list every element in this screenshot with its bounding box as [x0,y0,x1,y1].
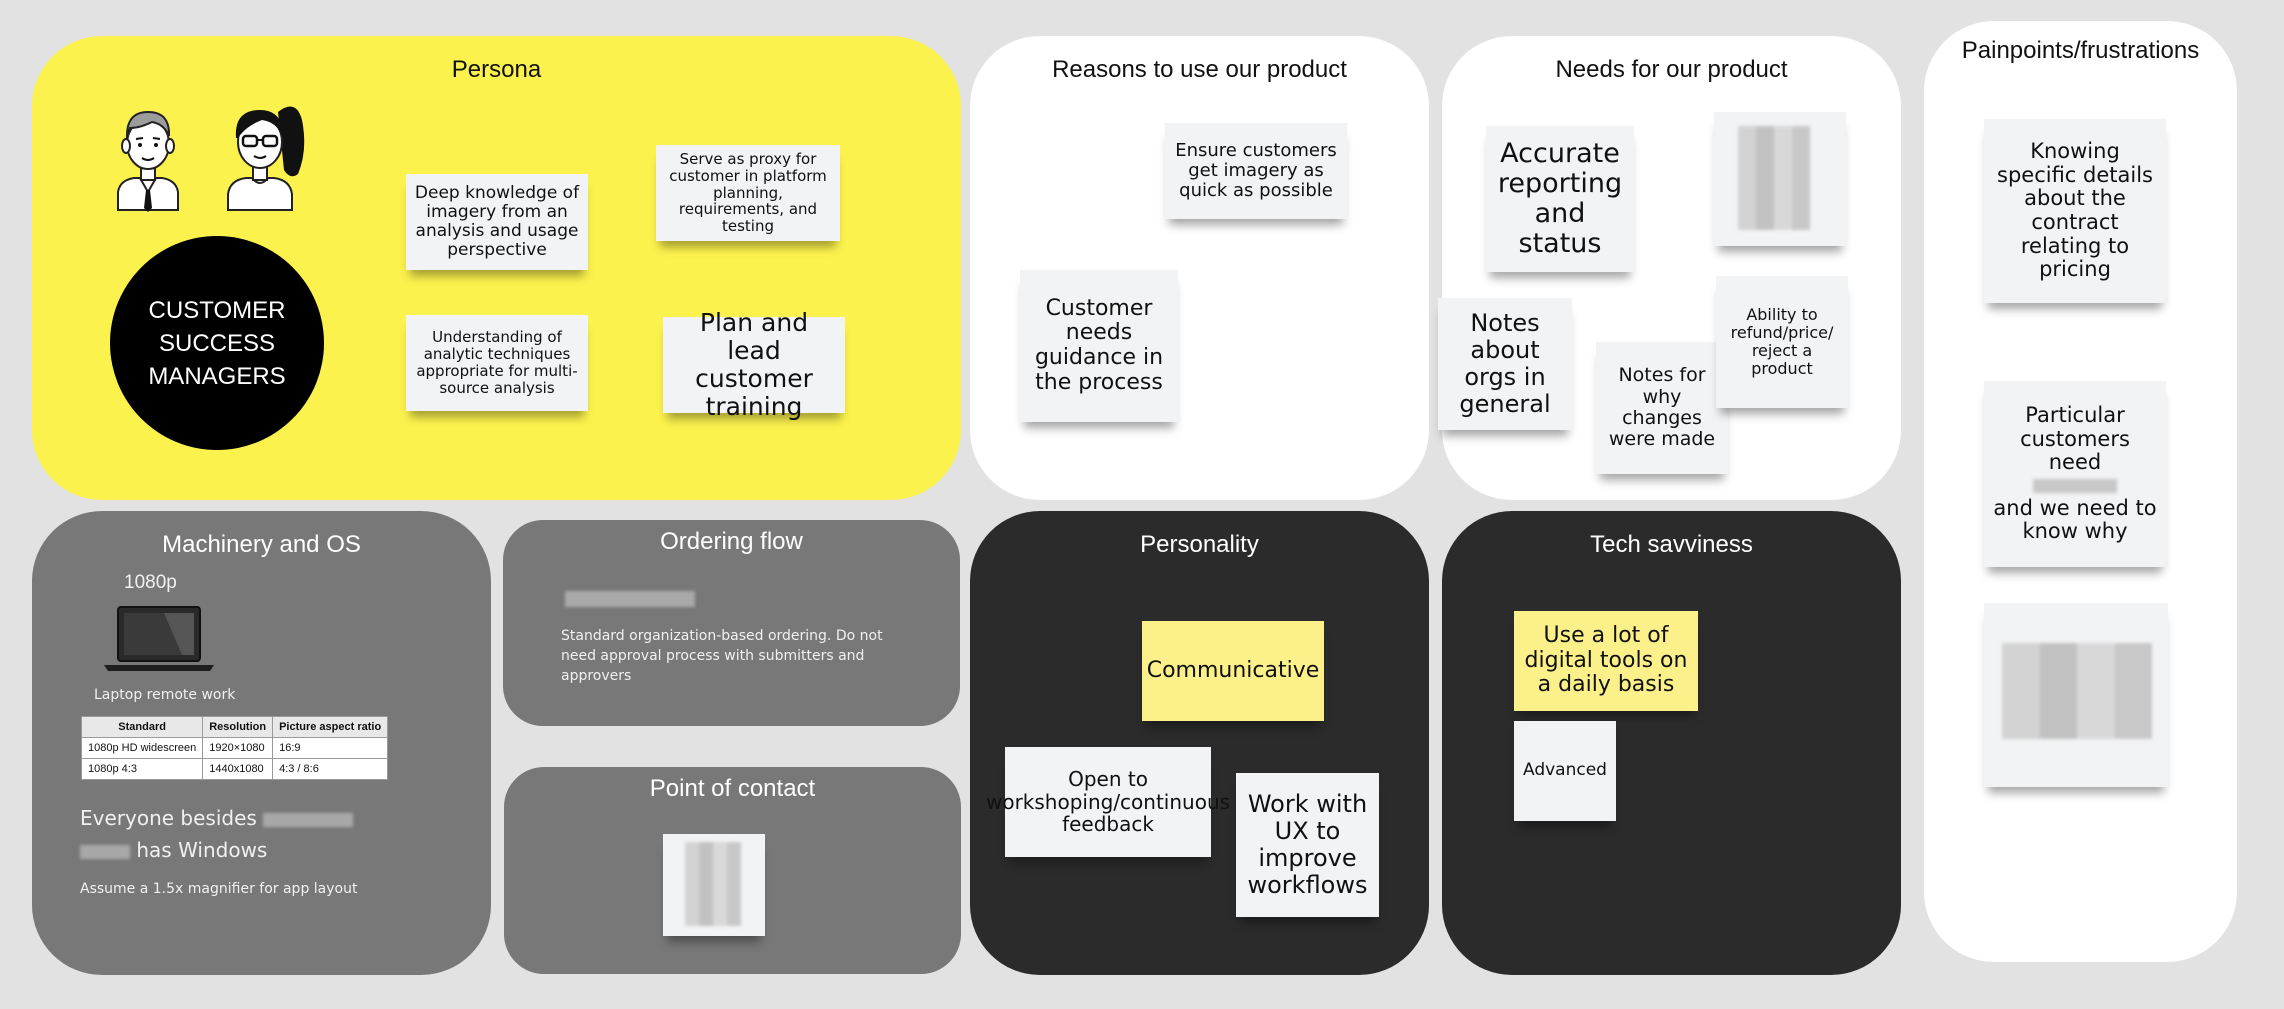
note-text: and we need to know why [1993,495,2157,544]
tech-panel: Tech savviness Use a lot of digital tool… [1442,511,1901,975]
persona-badge: CUSTOMER SUCCESS MANAGERS [110,236,324,450]
needs-panel: Needs for our product Accurate reporting… [1438,36,1901,500]
note-text: Particular customers need [2020,403,2130,475]
sticky-note[interactable]: Use a lot of digital tools on a daily ba… [1514,611,1698,711]
personality-panel: Personality Communicative Open to worksh… [970,511,1429,975]
reasons-title: Reasons to use our product [1052,56,1347,83]
resolution-table: Standard Resolution Picture aspect ratio… [80,716,389,780]
sticky-note[interactable]: Advanced [1514,721,1616,821]
sticky-note[interactable]: Particular customers need and we need to… [1984,381,2166,567]
ordering-panel: Ordering flow Standard organization-base… [503,520,960,726]
machinery-panel: Machinery and OS 1080p Laptop remote wor… [32,511,491,975]
sticky-note[interactable]: Notes about orgs in general [1438,298,1572,430]
redacted-content [263,812,354,827]
table-header: Resolution [202,716,274,738]
persona-title: Persona [451,56,542,83]
sticky-note[interactable]: Understanding of analytic techniques app… [406,315,588,411]
redacted-content [565,591,695,607]
sticky-note[interactable]: Open to workshoping/continuous feedback [986,747,1230,857]
contact-title: Point of contact [649,775,816,802]
sticky-note[interactable]: Ability to refund/price/ reject a produc… [1716,276,1848,408]
sticky-note[interactable]: Customer needs guidance in the process [1020,270,1178,422]
sticky-note[interactable]: Serve as proxy for customer in platform … [656,145,840,241]
sticky-note[interactable]: Work with UX to improve workflows [1236,773,1379,917]
table-cell: 1080p 4:3 [80,758,204,780]
male-avatar-icon [108,100,188,212]
sticky-note[interactable]: Communicative [1142,621,1324,721]
os-line-1: Everyone besides [80,806,354,830]
redacted-content [80,844,130,859]
laptop-caption: Laptop remote work [94,687,236,703]
redacted-content [685,842,741,926]
redacted-content [2033,478,2117,493]
os-line-2-text: has Windows [136,838,268,862]
ordering-title: Ordering flow [660,528,803,555]
redacted-content [1738,126,1810,230]
magnifier-note: Assume a 1.5x magnifier for app layout [80,881,358,897]
redacted-sticky-note[interactable] [1984,603,2168,787]
redacted-sticky-note[interactable] [663,834,765,936]
persona-badge-label: CUSTOMER SUCCESS MANAGERS [148,296,286,390]
table-cell: 16:9 [272,737,389,759]
painpoints-title: Painpoints/frustrations [1961,37,2200,64]
sticky-note[interactable]: Ensure customers get imagery as quick as… [1165,123,1347,219]
sticky-note[interactable]: Accurate reporting and status [1486,126,1634,272]
female-avatar-icon [218,90,306,212]
os-line-1-text: Everyone besides [80,806,257,830]
redacted-sticky-note[interactable] [1714,112,1846,246]
table-header: Picture aspect ratio [272,716,389,738]
laptop-icon [102,605,216,675]
contact-panel: Point of contact [504,767,961,974]
painpoints-panel: Painpoints/frustrations Knowing specific… [1924,21,2237,962]
table-cell: 1440x1080 [202,758,274,780]
table-row: 1080p 4:3 1440x1080 4:3 / 8:6 [80,758,389,780]
tech-title: Tech savviness [1590,531,1753,558]
table-row: 1080p HD widescreen 1920×1080 16:9 [80,737,389,759]
resolution-label: 1080p [124,572,177,593]
personality-title: Personality [1140,531,1259,558]
persona-panel: Persona [32,36,961,500]
table-cell: 4:3 / 8:6 [272,758,389,780]
sticky-note[interactable]: Deep knowledge of imagery from an analys… [406,174,588,270]
table-cell: 1920×1080 [202,737,274,759]
machinery-title: Machinery and OS [162,531,361,558]
ordering-description: Standard organization-based ordering. Do… [561,628,883,684]
table-header: Standard [80,716,204,738]
sticky-note[interactable]: Notes for why changes were made [1596,342,1728,474]
needs-title: Needs for our product [1555,56,1788,83]
sticky-note[interactable]: Knowing specific details about the contr… [1984,119,2166,303]
reasons-panel: Reasons to use our product Ensure custom… [970,36,1429,500]
os-line-2: has Windows [80,838,267,862]
sticky-note[interactable]: Plan and lead customer training [663,309,845,421]
table-header-row: Standard Resolution Picture aspect ratio [80,716,389,738]
table-cell: 1080p HD widescreen [80,737,204,759]
redacted-content [2002,643,2152,739]
